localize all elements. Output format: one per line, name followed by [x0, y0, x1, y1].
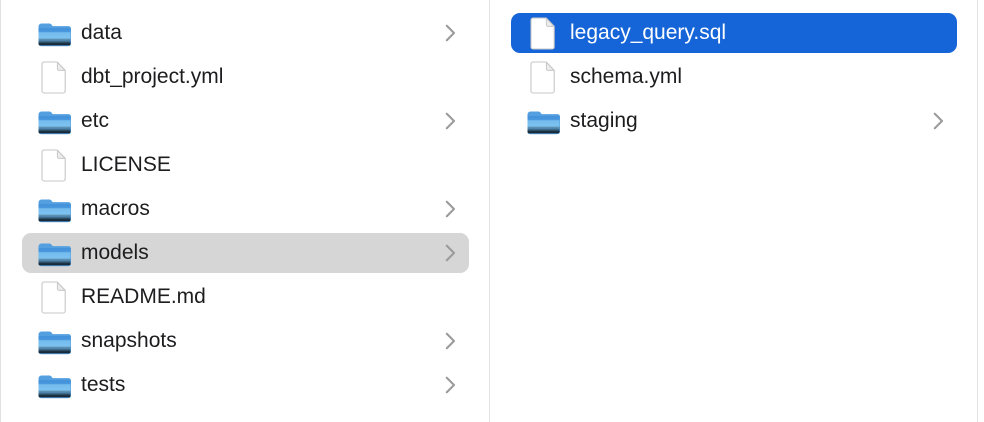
row-schema-yml[interactable]: schema.yml — [511, 57, 957, 97]
row-etc[interactable]: etc — [22, 101, 469, 141]
row-staging[interactable]: staging — [511, 101, 957, 141]
item-label: snapshots — [81, 328, 177, 352]
chevron-right-icon — [445, 376, 456, 394]
folder-icon — [38, 375, 71, 398]
item-label: macros — [81, 196, 150, 220]
row-data[interactable]: data — [22, 13, 469, 53]
folder-icon — [38, 243, 71, 266]
row-dbt-project-yml[interactable]: dbt_project.yml — [22, 57, 469, 97]
row-models[interactable]: models — [22, 233, 469, 273]
folder-icon — [38, 199, 71, 222]
chevron-right-icon — [445, 244, 456, 262]
row-macros[interactable]: macros — [22, 189, 469, 229]
folder-icon — [38, 22, 71, 46]
folder-icon — [38, 111, 71, 134]
item-label: etc — [81, 108, 110, 132]
item-label: staging — [570, 108, 638, 132]
chevron-right-icon — [445, 332, 456, 350]
folder-icon — [38, 331, 71, 354]
item-label: tests — [81, 372, 126, 396]
item-label: dbt_project.yml — [81, 64, 224, 88]
item-label: LICENSE — [81, 152, 171, 176]
chevron-right-icon — [445, 200, 456, 218]
row-tests[interactable]: tests — [22, 365, 469, 405]
finder-column-parent: data — [0, 0, 490, 422]
finder-column-empty — [978, 0, 984, 422]
row-legacy-query-sql[interactable]: legacy_query.sql — [511, 13, 957, 53]
document-icon — [40, 280, 66, 314]
row-snapshots[interactable]: snapshots — [22, 321, 469, 361]
folder-icon — [527, 111, 560, 134]
row-readme-md[interactable]: README.md — [22, 277, 469, 317]
chevron-right-icon — [445, 24, 456, 42]
item-label: models — [81, 240, 149, 264]
document-icon — [529, 16, 555, 50]
row-license[interactable]: LICENSE — [22, 145, 469, 185]
document-icon — [40, 60, 66, 94]
document-icon — [40, 148, 66, 182]
item-label: legacy_query.sql — [570, 20, 727, 44]
item-label: README.md — [81, 284, 206, 308]
item-label: data — [81, 20, 122, 44]
document-icon — [529, 60, 555, 94]
chevron-right-icon — [933, 112, 944, 130]
chevron-right-icon — [445, 112, 456, 130]
item-label: schema.yml — [570, 64, 683, 88]
finder-column-models-contents: legacy_query.sql — [490, 0, 978, 422]
